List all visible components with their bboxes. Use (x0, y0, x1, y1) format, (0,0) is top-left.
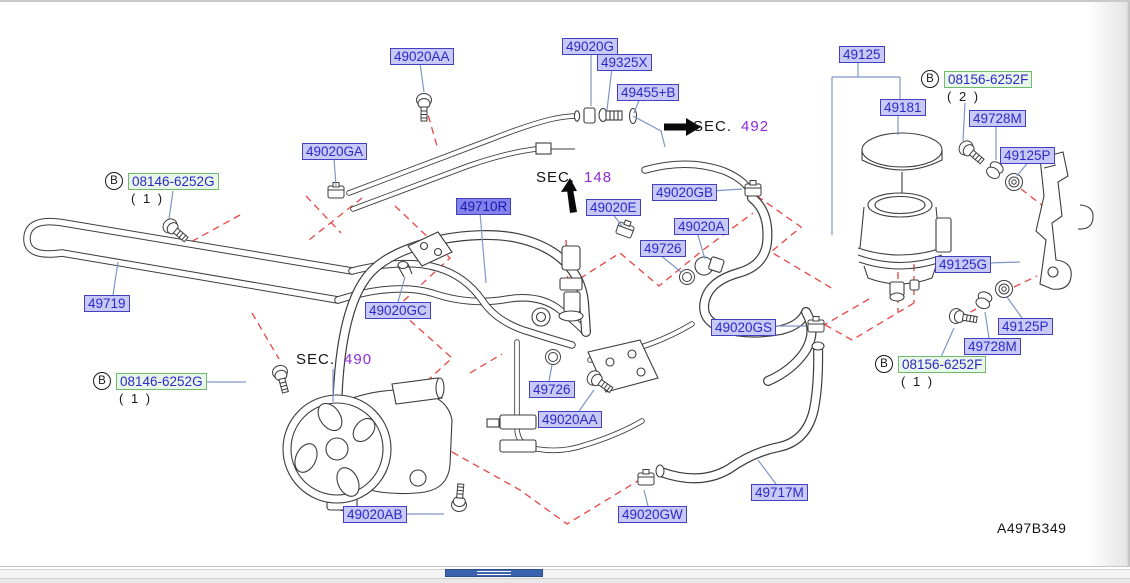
quantity-text: ( 1 ) (901, 374, 935, 389)
part-label-49728m[interactable]: 49728M (969, 110, 1026, 127)
sec-492-arrow-icon (664, 118, 701, 136)
part-label-49020gw[interactable]: 49020GW (618, 506, 687, 523)
section-number: 148 (584, 169, 613, 186)
part-label-49717m[interactable]: 49717M (751, 484, 808, 501)
part-label-49125p[interactable]: 49125P (998, 318, 1053, 335)
section-ref-490[interactable]: SEC. 490 (296, 351, 372, 368)
part-label-08146-6252g[interactable]: 08146-6252G (128, 172, 219, 190)
reservoir-bracket (1035, 151, 1094, 290)
part-label-49125[interactable]: 49125 (839, 46, 885, 63)
part-label-49020gc[interactable]: 49020GC (365, 302, 431, 319)
b-prefix-badge: B (875, 355, 893, 373)
section-arrows (561, 118, 701, 213)
section-number: 490 (344, 351, 373, 368)
section-word: SEC. (693, 118, 733, 135)
section-number: 492 (741, 118, 770, 135)
piping-tubes (27, 110, 825, 506)
part-label-49710r[interactable]: 49710R (456, 198, 512, 215)
section-word: SEC. (536, 169, 576, 186)
power-steering-pump (282, 377, 453, 504)
hardware-callout-08156-6252f: B 08156-6252F( 2 ) (921, 70, 1033, 104)
part-label-49020g[interactable]: 49020G (562, 38, 619, 55)
part-label-49719[interactable]: 49719 (84, 295, 130, 312)
section-ref-492[interactable]: SEC. 492 (693, 118, 769, 135)
scrollbar-divider (0, 566, 1130, 567)
part-label-49728m[interactable]: 49728M (964, 338, 1021, 355)
part-label-08156-6252f[interactable]: 08156-6252F (944, 70, 1033, 88)
quantity-text: ( 1 ) (131, 191, 165, 206)
b-prefix-badge: B (93, 372, 111, 390)
fittings-and-brackets (326, 107, 725, 511)
b-prefix-badge: B (105, 172, 123, 190)
hardware-callout-08146-6252g: B 08146-6252G( 1 ) (93, 372, 207, 406)
reservoir-tank (857, 132, 952, 302)
part-label-49020gb[interactable]: 49020GB (652, 184, 718, 201)
scrollbar-thumb[interactable] (445, 569, 543, 578)
right-edge-shade (1086, 2, 1130, 566)
quantity-text: ( 1 ) (119, 391, 153, 406)
diagram-code: A497B349 (997, 520, 1067, 536)
part-label-49125p[interactable]: 49125P (1000, 147, 1055, 164)
part-label-49020aa[interactable]: 49020AA (390, 48, 454, 65)
part-label-49125g[interactable]: 49125G (935, 256, 992, 273)
part-label-49726[interactable]: 49726 (640, 240, 686, 257)
part-label-08156-6252f[interactable]: 08156-6252F (898, 355, 987, 373)
part-label-49455-b[interactable]: 49455+B (617, 84, 680, 101)
part-label-49020ga[interactable]: 49020GA (302, 143, 368, 160)
quantity-text: ( 2 ) (947, 89, 981, 104)
scrollbar-grip-icon (477, 571, 511, 578)
sec-148-arrow-icon (561, 178, 577, 213)
hardware-callout-08146-6252g: B 08146-6252G( 1 ) (105, 172, 219, 206)
bottom-strip (0, 578, 1130, 583)
section-ref-148[interactable]: SEC. 148 (536, 169, 612, 186)
part-label-08146-6252g[interactable]: 08146-6252G (116, 372, 207, 390)
part-label-49325x[interactable]: 49325X (597, 54, 652, 71)
part-label-49181[interactable]: 49181 (880, 99, 926, 116)
top-border-line (0, 0, 1130, 2)
part-label-49020a[interactable]: 49020A (674, 218, 729, 235)
hardware-callout-08156-6252f: B 08156-6252F( 1 ) (875, 355, 987, 389)
section-word: SEC. (296, 351, 336, 368)
b-prefix-badge: B (921, 70, 939, 88)
part-label-49020e[interactable]: 49020E (586, 199, 641, 216)
part-label-49726[interactable]: 49726 (529, 381, 575, 398)
part-label-49020aa[interactable]: 49020AA (538, 411, 602, 428)
part-label-49020gs[interactable]: 49020GS (711, 319, 777, 336)
horizontal-scrollbar (0, 566, 1130, 583)
part-label-49020ab[interactable]: 49020AB (343, 506, 407, 523)
